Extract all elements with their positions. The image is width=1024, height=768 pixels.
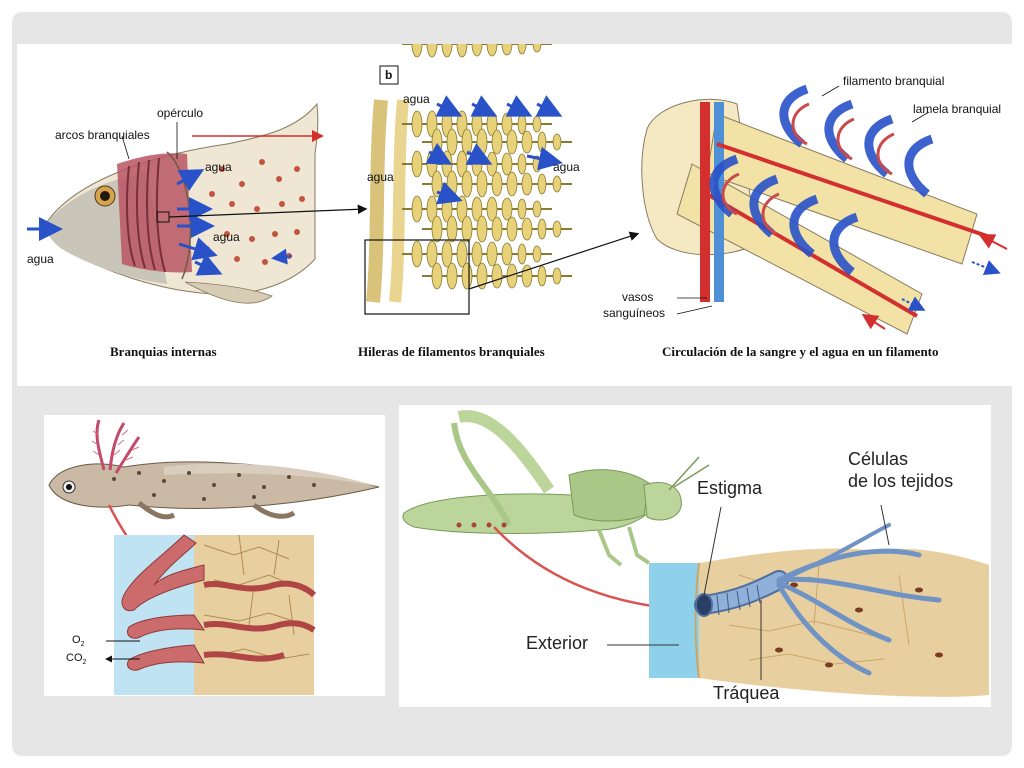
axolotl-panel: O2 CO2 xyxy=(44,415,385,696)
label-carbon-dioxide: CO2 xyxy=(66,652,86,666)
label-gill-filament: filamento branquial xyxy=(843,74,945,88)
filament-detail-drawing xyxy=(641,84,1008,335)
caption-filament-circulation: Circulación de la sangre y el agua en un… xyxy=(662,344,939,359)
label-water-rows-left: agua xyxy=(367,170,394,184)
label-water-rows-right: agua xyxy=(553,160,580,174)
trout-drawing xyxy=(27,102,324,304)
trachea-illustration xyxy=(402,410,989,697)
filament-rows-drawing xyxy=(364,44,573,315)
label-vessels-line2: sanguíneos xyxy=(603,306,666,320)
figure-tag-b: b xyxy=(385,68,393,82)
label-gill-arches: arcos branquiales xyxy=(55,128,150,142)
oxygen-subscript: 2 xyxy=(80,641,85,649)
axolotl-drawing xyxy=(48,419,380,520)
gills-panel: opérculo arcos branquiales agua agua agu… xyxy=(17,44,1013,386)
label-tissue-cells-line1: Células xyxy=(848,449,909,469)
label-water-fish-top: agua xyxy=(205,160,232,174)
label-water-fish-mid: agua xyxy=(213,230,240,244)
label-oxygen: O2 xyxy=(72,634,84,648)
label-exterior: Exterior xyxy=(526,633,589,653)
label-gill-lamella: lamela branquial xyxy=(913,102,1002,116)
caption-internal-gills: Branquias internas xyxy=(110,344,217,359)
insect-trachea-panel: Células de los tejidos Estigma Exterior … xyxy=(399,405,991,707)
label-water-rows-top: agua xyxy=(403,92,430,106)
co2-subscript: 2 xyxy=(82,659,87,667)
grasshopper-drawing xyxy=(402,410,710,567)
label-operculum: opérculo xyxy=(157,106,204,120)
label-water-fish-left: agua xyxy=(27,252,54,266)
gills-illustration xyxy=(27,44,1008,335)
oxygen-text: O xyxy=(72,634,81,646)
axolotl-gills-illustration xyxy=(48,419,380,695)
label-vessels-line1: vasos xyxy=(622,290,654,304)
label-spiracle: Estigma xyxy=(697,478,763,498)
label-trachea: Tráquea xyxy=(713,683,780,703)
caption-filament-rows: Hileras de filamentos branquiales xyxy=(358,344,545,359)
co2-text: CO xyxy=(66,652,83,664)
label-tissue-cells-line2: de los tejidos xyxy=(848,471,954,491)
